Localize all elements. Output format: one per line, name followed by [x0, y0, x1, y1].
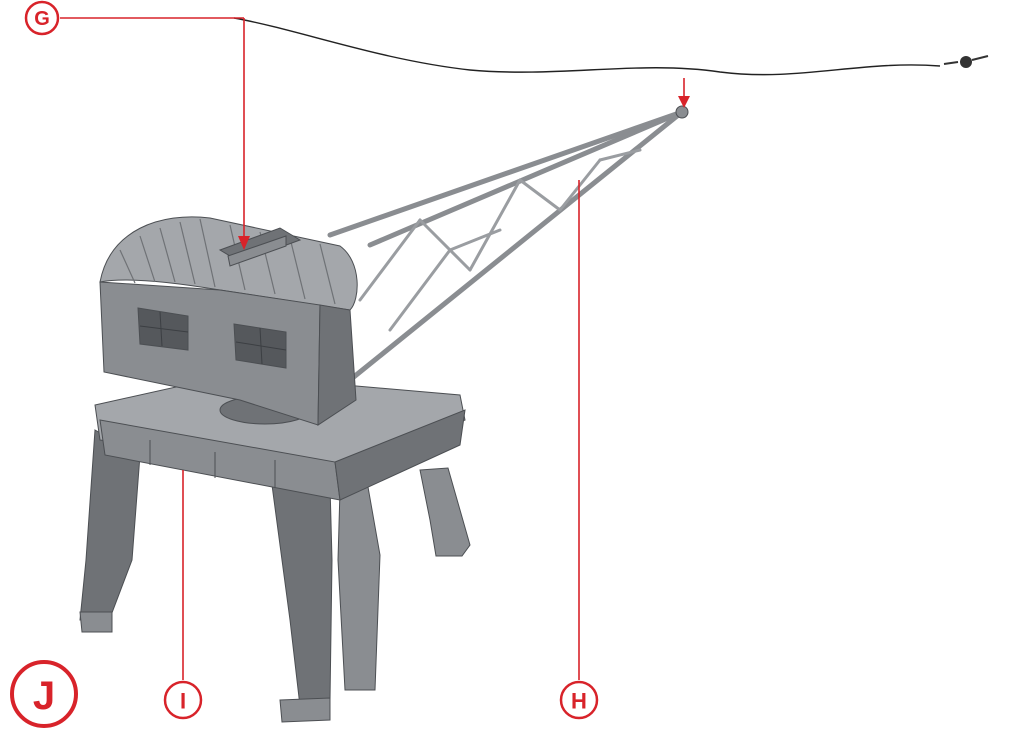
- svg-text:H: H: [571, 689, 587, 714]
- svg-text:I: I: [180, 689, 186, 714]
- leader-lines: [60, 17, 690, 680]
- svg-text:G: G: [34, 8, 50, 30]
- callout-g: G: [24, 0, 60, 36]
- callout-j: J: [10, 660, 78, 728]
- callout-h: H: [559, 680, 599, 720]
- boom-jib: [327, 105, 689, 383]
- portal-base: [79, 374, 471, 723]
- svg-text:J: J: [33, 674, 55, 718]
- hoist-wire: [233, 17, 989, 76]
- callout-i: I: [163, 680, 203, 720]
- crane-cab: [99, 216, 358, 426]
